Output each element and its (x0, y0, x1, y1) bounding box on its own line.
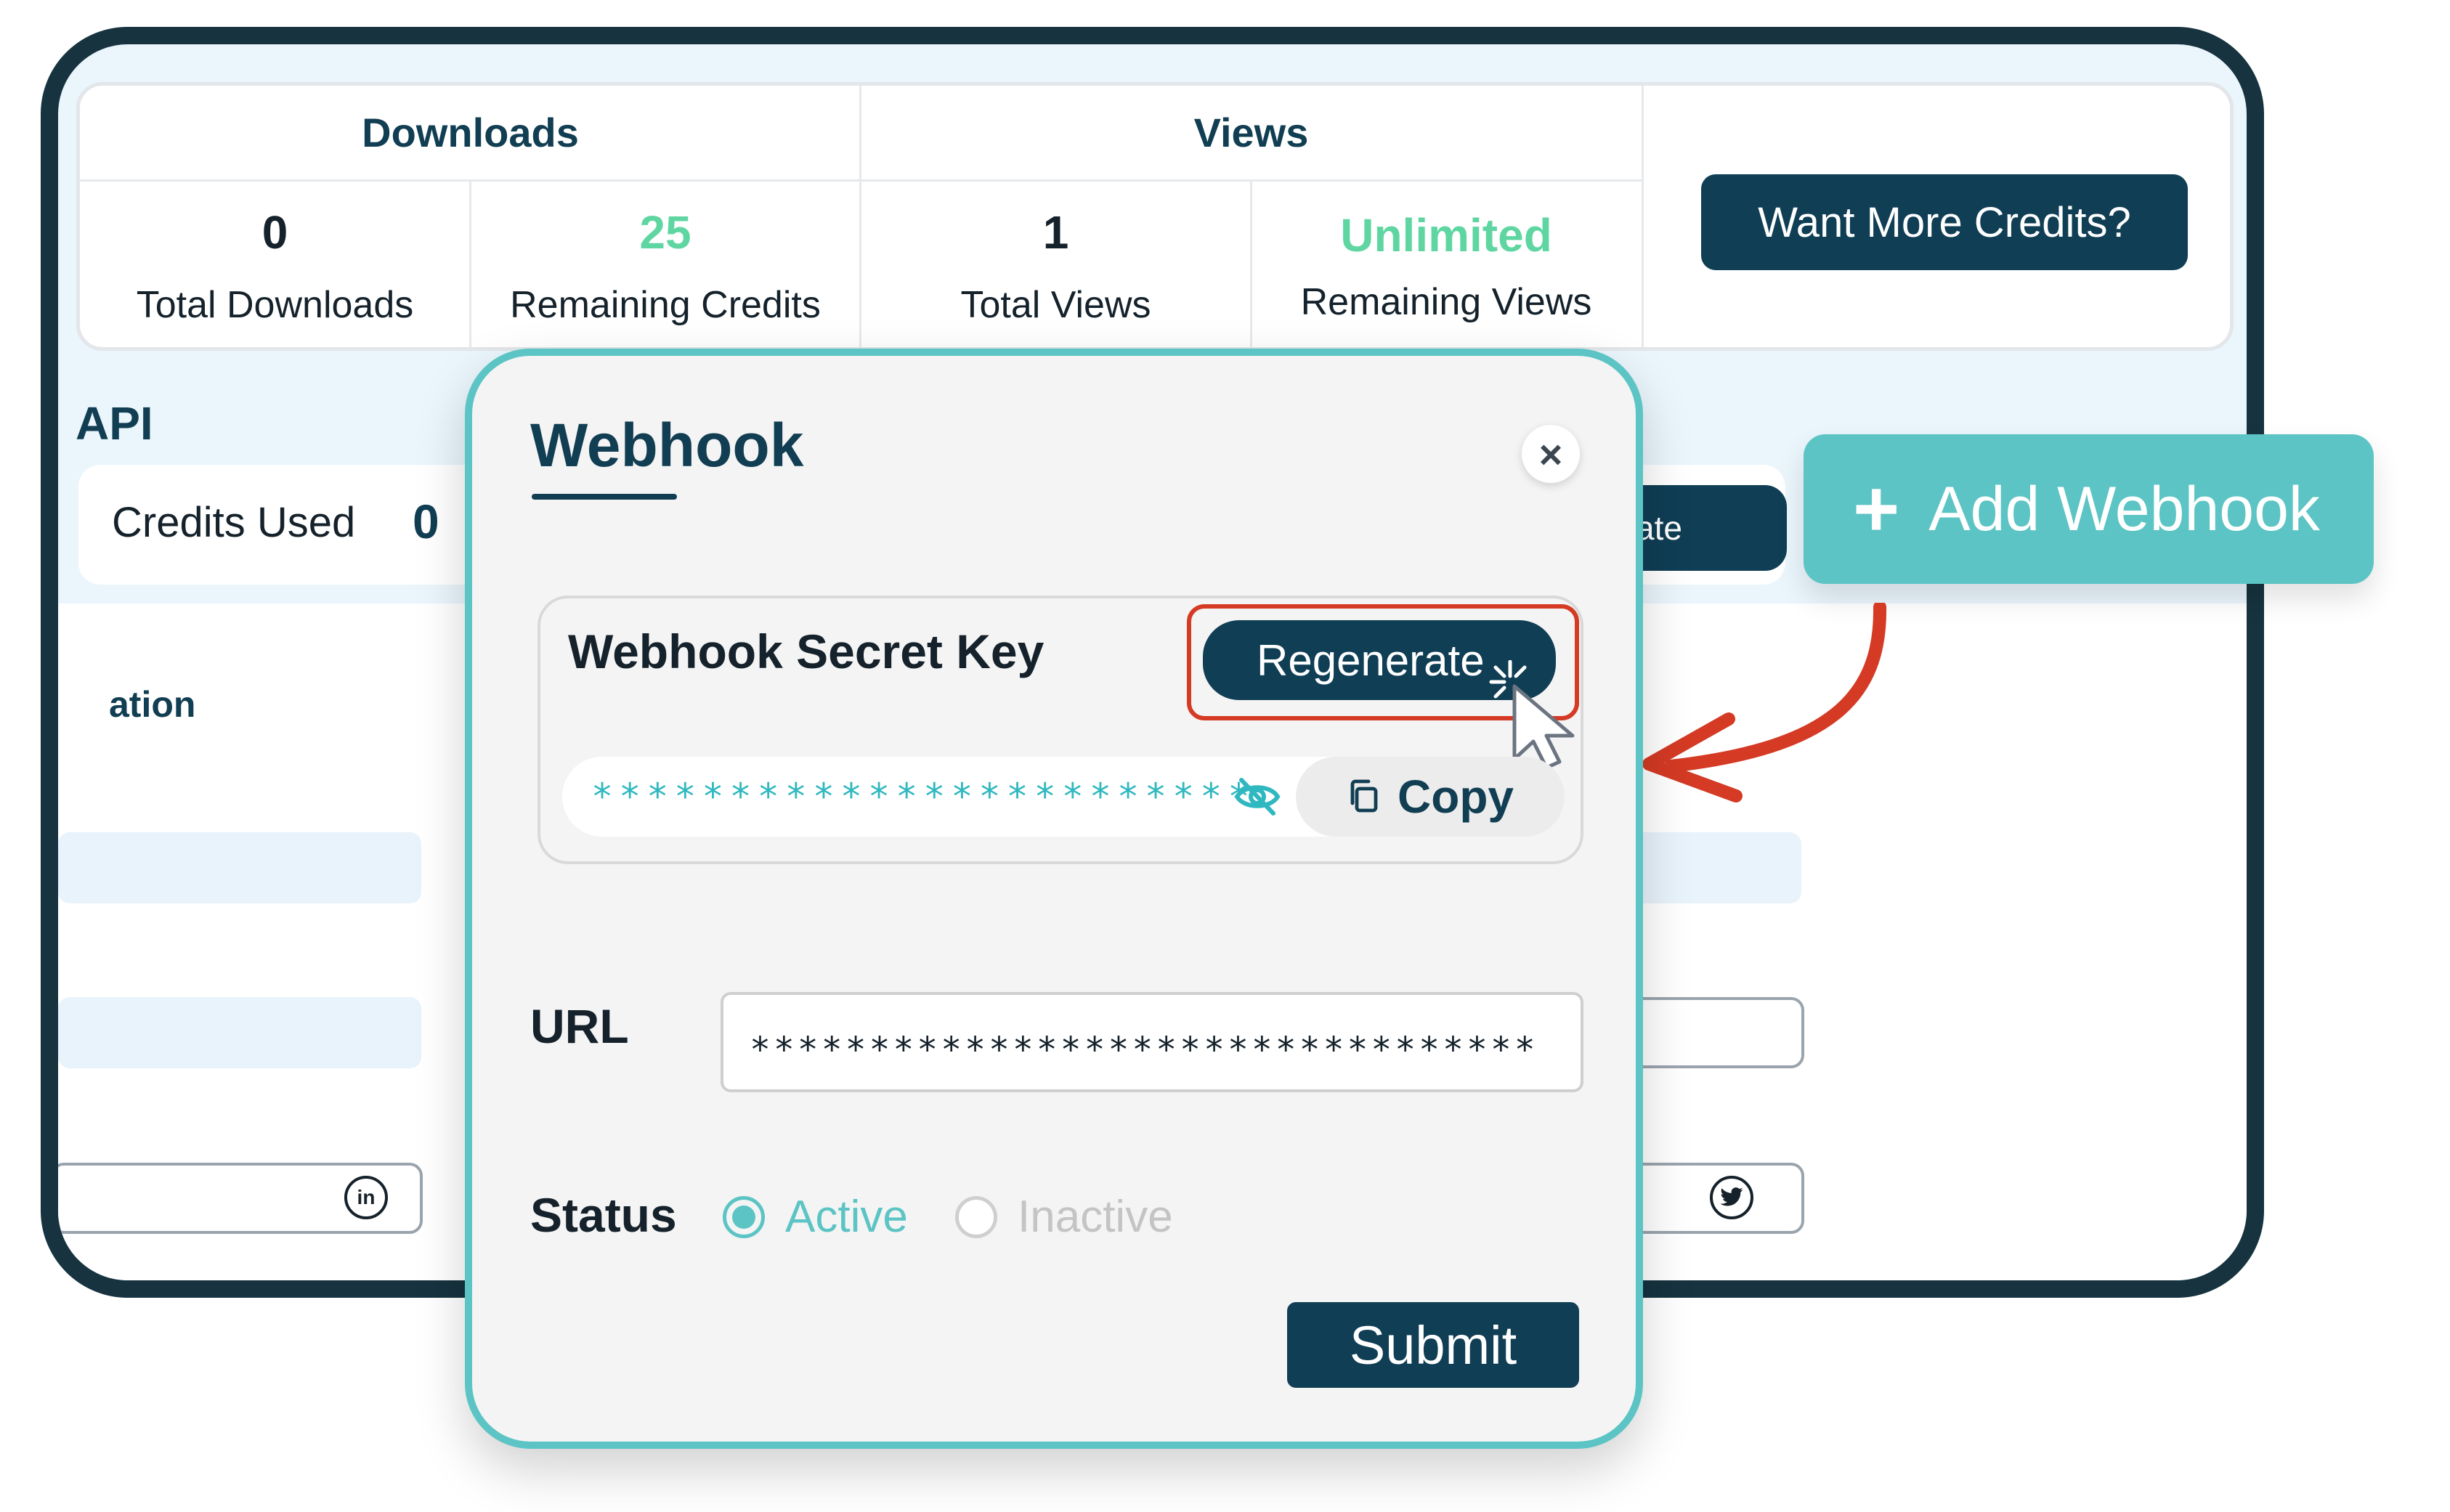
mouse-cursor-icon (1489, 660, 1575, 769)
generate-button-label-fragment: ate (1636, 509, 1682, 547)
close-button[interactable]: × (1522, 425, 1580, 483)
stats-card: Downloads Views 0 Total Downloads 25 Rem… (76, 82, 2234, 351)
status-label: Status (530, 1188, 677, 1242)
submit-button[interactable]: Submit (1287, 1302, 1579, 1388)
column-divider (859, 86, 861, 347)
url-input[interactable]: ********************************* (721, 992, 1583, 1092)
total-downloads-label: Total Downloads (136, 284, 414, 326)
column-divider (469, 182, 471, 347)
downloads-header: Downloads (80, 86, 861, 182)
total-views-label: Total Views (960, 284, 1151, 326)
radio-inactive-label: Inactive (1018, 1192, 1173, 1242)
credits-used-label: Credits Used (112, 499, 356, 546)
linkedin-icon: in (344, 1176, 388, 1219)
column-divider (1250, 182, 1252, 347)
total-downloads-value: 0 (261, 206, 288, 259)
total-downloads-cell: 0 Total Downloads (80, 182, 470, 347)
webhook-modal: Webhook × Webhook Secret Key Regenerate … (465, 349, 1643, 1449)
regenerate-highlight (1187, 604, 1579, 720)
remaining-credits-label: Remaining Credits (510, 284, 821, 326)
secret-key-field[interactable]: ************************ Copy (562, 757, 1565, 837)
plus-icon: + (1853, 464, 1900, 553)
secret-key-masked-value: ************************ (591, 776, 1256, 818)
total-views-cell: 1 Total Views (861, 182, 1251, 347)
remaining-views-label: Remaining Views (1300, 281, 1592, 323)
credits-used-value: 0 (413, 495, 439, 548)
form-input-2[interactable] (58, 997, 421, 1068)
remaining-views-value: Unlimited (1340, 209, 1552, 261)
secret-key-panel: Webhook Secret Key Regenerate **********… (538, 596, 1583, 864)
url-label: URL (530, 999, 629, 1053)
add-webhook-button[interactable]: + Add Webhook (1804, 434, 2374, 584)
remaining-credits-value: 25 (639, 206, 691, 259)
close-icon: × (1538, 431, 1563, 477)
secret-key-title: Webhook Secret Key (568, 625, 1045, 678)
views-header: Views (861, 86, 1642, 182)
copy-button[interactable]: Copy (1296, 757, 1565, 837)
red-arrow-icon (1642, 603, 1887, 802)
column-divider (1642, 86, 1644, 347)
form-input-6[interactable] (1627, 832, 1801, 903)
remaining-views-cell: Unlimited Remaining Views (1251, 182, 1642, 347)
status-inactive-option[interactable]: Inactive (955, 1191, 1173, 1243)
want-more-credits-button[interactable]: Want More Credits? (1701, 174, 2188, 270)
add-webhook-label: Add Webhook (1928, 473, 2320, 544)
twitter-input[interactable] (1627, 1163, 1804, 1234)
modal-title: Webhook (530, 411, 804, 479)
regenerate-button[interactable]: Regenerate (1203, 620, 1556, 700)
radio-inactive[interactable] (955, 1195, 997, 1238)
api-title: API (76, 397, 153, 450)
radio-active-label: Active (785, 1192, 908, 1242)
linkedin-input[interactable]: in (58, 1163, 423, 1234)
title-underline (532, 494, 677, 500)
twitter-icon (1710, 1176, 1753, 1219)
section-heading-fragment: ation (109, 684, 196, 725)
form-input-7[interactable] (1627, 997, 1804, 1068)
status-active-option[interactable]: Active (723, 1191, 908, 1243)
radio-active[interactable] (723, 1195, 765, 1238)
copy-label: Copy (1398, 771, 1514, 823)
total-views-value: 1 (1042, 206, 1069, 259)
eye-off-icon[interactable] (1234, 776, 1281, 818)
regenerate-label: Regenerate (1257, 635, 1485, 685)
remaining-credits-cell: 25 Remaining Credits (470, 182, 861, 347)
form-input-1[interactable] (58, 832, 421, 903)
url-masked-value: ********************************* (750, 1030, 1538, 1070)
copy-icon (1350, 779, 1378, 813)
